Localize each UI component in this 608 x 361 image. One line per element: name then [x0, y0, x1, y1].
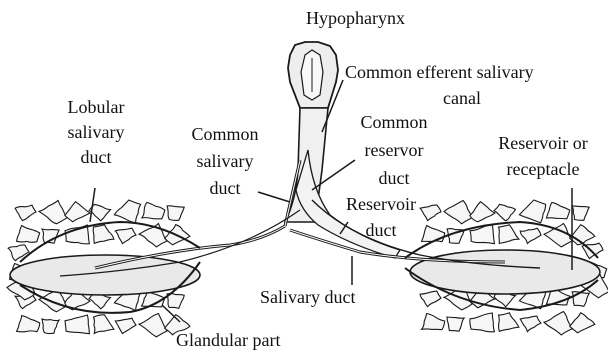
label-common-efferent-1: Common efferent salivary [345, 62, 534, 83]
right-gland-lobe [499, 225, 519, 244]
label-glandular-part: Glandular part [176, 330, 280, 351]
label-lobular-2: salivary [50, 122, 142, 143]
left-gland-lobe [8, 245, 29, 261]
label-common-reservor-3: duct [350, 168, 438, 189]
left-gland-lobe [167, 206, 184, 221]
label-common-salivary-2: salivary [182, 151, 268, 172]
left-gland-lobe [114, 200, 140, 223]
left-gland-lobe [93, 225, 114, 244]
right-gland-lobe [470, 313, 495, 332]
left-gland-lobe [42, 319, 59, 334]
left-reservoir [10, 255, 200, 295]
left-gland-lobe [65, 202, 90, 222]
right-gland-lobe [494, 204, 515, 221]
left-gland-lobe [17, 316, 40, 332]
right-gland-lobe [572, 206, 589, 220]
right-gland-lobe [422, 314, 445, 330]
right-gland-lobe [420, 291, 441, 307]
label-salivary-duct: Salivary duct [260, 287, 355, 308]
right-gland-lobe [444, 201, 472, 224]
right-gland-lobe [470, 202, 495, 222]
label-common-salivary-3: duct [182, 178, 268, 199]
left-gland-lobe [139, 314, 167, 337]
label-lobular-3: duct [50, 147, 142, 168]
label-reservoir-receptacle-1: Reservoir or [482, 133, 604, 154]
label-common-efferent-2: canal [443, 88, 481, 109]
left-gland-lobe [142, 202, 165, 218]
left-gland-lobe [39, 201, 67, 224]
right-gland-lobe [499, 313, 519, 332]
left-gland-lobe [17, 226, 40, 243]
right-gland-lobe [572, 292, 589, 307]
right-gland-lobe [570, 225, 595, 245]
label-reservoir-duct-2: duct [338, 220, 424, 241]
label-reservoir-receptacle-2: receptacle [482, 159, 604, 180]
label-lobular-1: Lobular [50, 97, 142, 118]
right-gland-lobe [544, 312, 572, 335]
label-common-reservor-1: Common [350, 112, 438, 133]
right-gland-lobe [570, 313, 595, 333]
right-gland-lobe [422, 226, 445, 242]
right-gland-lobe [520, 228, 541, 243]
left-gland-lobe [15, 205, 36, 221]
label-reservoir-duct-1: Reservoir [338, 194, 424, 215]
right-gland-lobe [519, 200, 545, 223]
left-gland-lobe [115, 228, 136, 243]
label-common-reservor-2: reservor [350, 140, 438, 161]
right-gland-lobe [520, 316, 541, 331]
left-gland-lobe [167, 294, 184, 309]
label-common-salivary-1: Common [182, 124, 268, 145]
right-gland-lobe [547, 202, 570, 218]
right-gland-lobe [447, 317, 464, 331]
left-gland-lobe [115, 318, 136, 333]
left-gland-lobe [94, 315, 114, 334]
left-gland-lobe [65, 315, 89, 334]
label-hypopharynx: Hypopharynx [306, 8, 405, 29]
